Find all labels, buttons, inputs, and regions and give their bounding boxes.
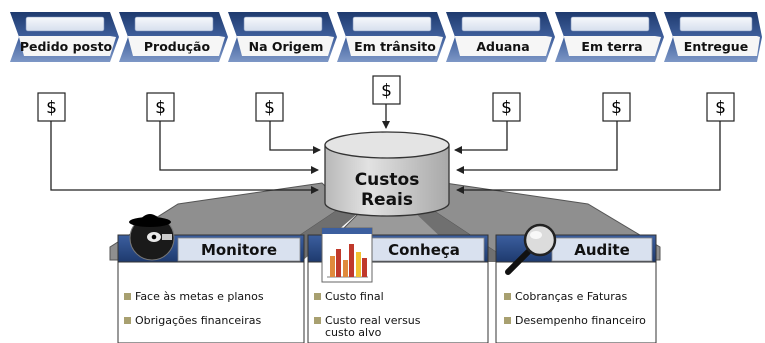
stage-label: Em trânsito — [354, 39, 436, 54]
panel-title: Monitore — [201, 241, 277, 259]
arrow-pedido-posto — [50, 121, 319, 194]
arrow-na-origem — [269, 121, 321, 154]
stage-label: Aduana — [476, 39, 529, 54]
dollar-sign: $ — [715, 98, 726, 118]
dollar-box: $ — [37, 92, 66, 122]
stage-chevron-em-terra: Em terra — [555, 12, 664, 62]
panel-title: Audite — [574, 241, 630, 259]
hub-label-line1: Custos — [355, 170, 420, 190]
stage-label: Em terra — [581, 39, 642, 54]
stage-label: Na Origem — [249, 39, 324, 54]
dollar-box: $ — [492, 92, 521, 122]
bullet-text: Cobranças e Faturas — [515, 290, 628, 303]
panel-monitore: Monitore Face às metas e planos Obrigaçõ… — [117, 214, 305, 343]
dollar-box: $ — [372, 75, 401, 105]
stage-chevron-na-origem: Na Origem — [228, 12, 337, 62]
process-stages: Pedido posto Produção Na Origem Em trâns… — [10, 12, 762, 62]
arrow-aduana — [454, 121, 508, 154]
stage-chevron-em-transito: Em trânsito — [337, 12, 446, 62]
stage-chevron-entregue: Entregue — [664, 12, 762, 62]
stage-label: Pedido posto — [20, 39, 113, 54]
cost-arrows — [50, 104, 721, 194]
dollar-box: $ — [602, 92, 631, 122]
dollar-sign: $ — [381, 81, 392, 101]
bullet-marker — [314, 317, 321, 324]
dollar-sign: $ — [46, 98, 57, 118]
bullet-text: Custo final — [325, 290, 384, 303]
stage-label: Entregue — [684, 39, 748, 54]
bullet-text: Custo real versus — [325, 314, 421, 327]
bullet-marker — [314, 293, 321, 300]
bullet-text: Desempenho financeiro — [515, 314, 646, 327]
panel-title: Conheça — [388, 241, 460, 259]
hub-label-line2: Reais — [361, 190, 413, 210]
bullet-text: Obrigações financeiras — [135, 314, 261, 327]
arrow-entregue — [456, 121, 721, 194]
arrow-producao — [159, 121, 319, 174]
stage-chevron-aduana: Aduana — [446, 12, 555, 62]
dollar-sign: $ — [501, 98, 512, 118]
panel-conheca: Conheça Custo final Custo real versus cu… — [307, 227, 489, 343]
bullet-text-continued: custo alvo — [325, 326, 382, 339]
cost-boxes: $ $ $ $ $ $ $ — [37, 75, 735, 122]
report-chart-icon — [321, 227, 373, 283]
dollar-box: $ — [146, 92, 175, 122]
arrow-em-terra — [456, 121, 618, 174]
stage-label: Produção — [144, 39, 211, 54]
spy-icon — [129, 214, 175, 261]
dollar-sign: $ — [155, 98, 166, 118]
dollar-box: $ — [706, 92, 735, 122]
actual-costs-hub: Custos Reais — [324, 131, 450, 217]
bullet-marker — [504, 293, 511, 300]
bullet-text: Face às metas e planos — [135, 290, 264, 303]
magnifier-icon — [505, 223, 557, 275]
bullet-marker — [504, 317, 511, 324]
dollar-box: $ — [255, 92, 284, 122]
panel-audite: Audite Cobranças e Faturas Desempenho fi… — [495, 223, 657, 343]
dollar-sign: $ — [611, 98, 622, 118]
bullet-marker — [124, 293, 131, 300]
stage-chevron-pedido-posto: Pedido posto — [10, 12, 119, 62]
bullet-marker — [124, 317, 131, 324]
dollar-sign: $ — [264, 98, 275, 118]
stage-chevron-producao: Produção — [119, 12, 228, 62]
